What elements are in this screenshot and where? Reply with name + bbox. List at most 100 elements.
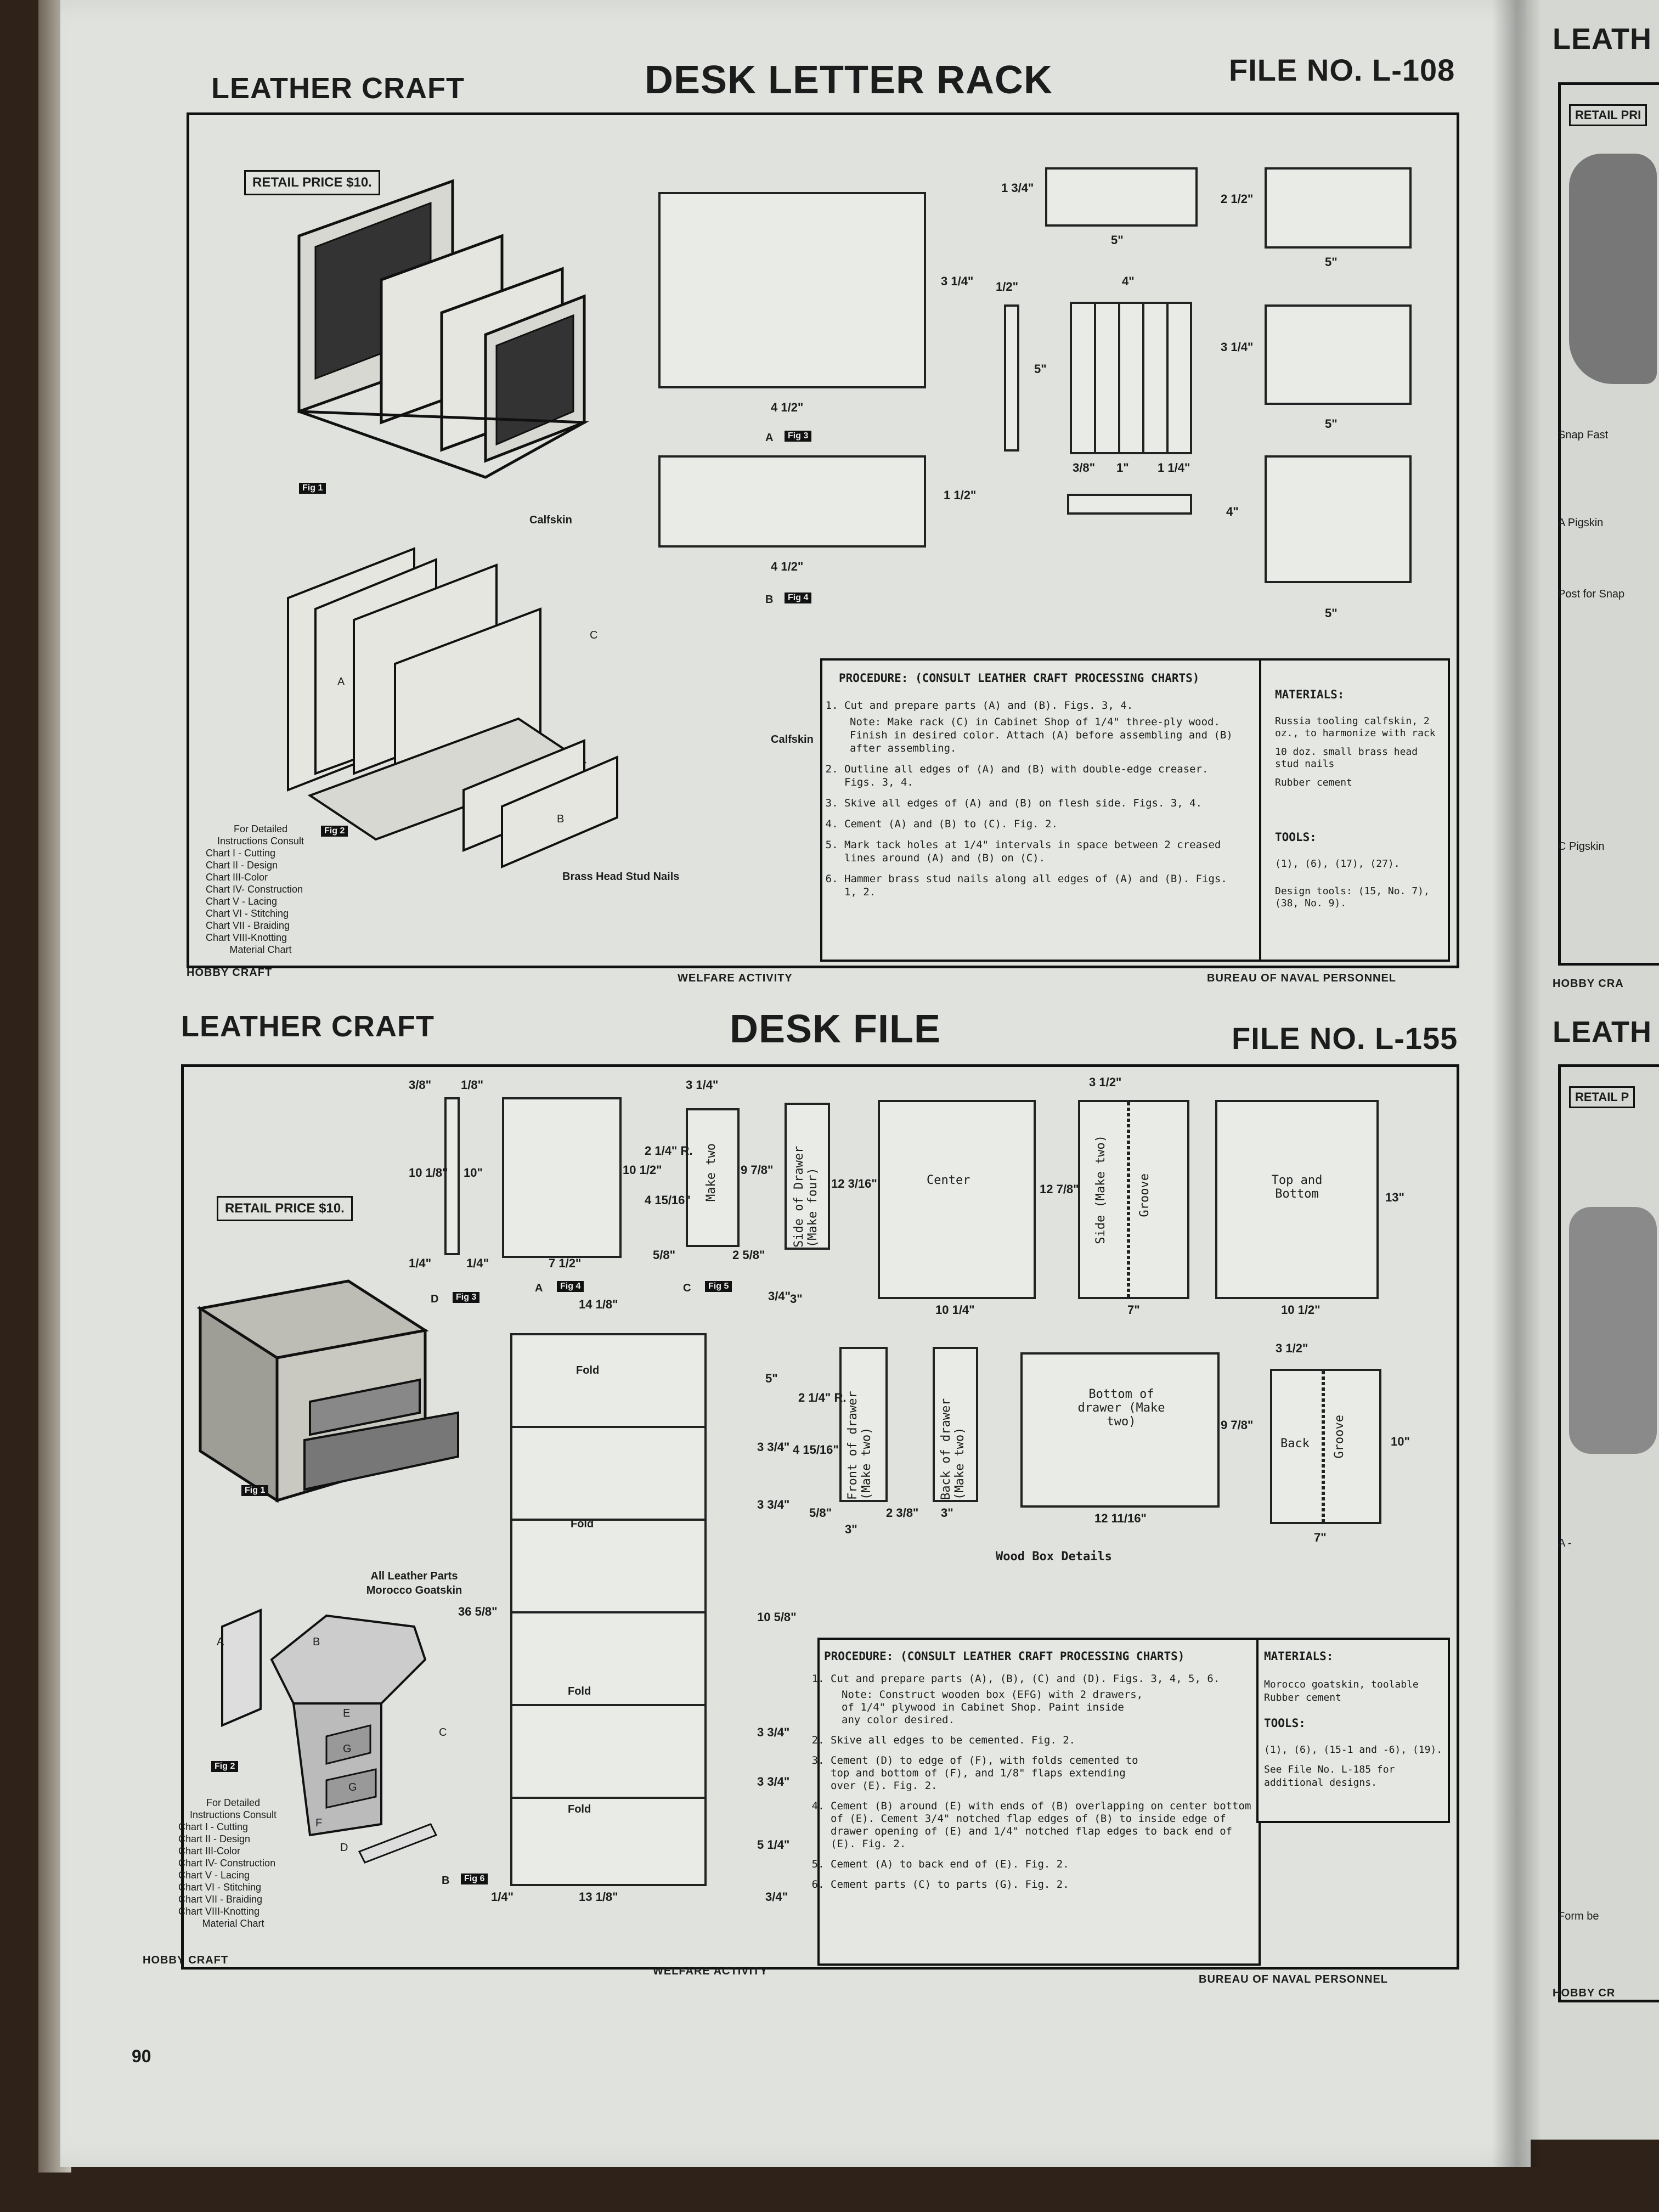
dim-b-514: 5 1/4"	[757, 1838, 790, 1852]
rack-base-profile	[1067, 494, 1192, 515]
dim-front-4: 4 15/16"	[793, 1443, 839, 1457]
sheet2-file-no: FILE NO. L-155	[1232, 1021, 1458, 1056]
dim-d-inner: 10"	[464, 1166, 483, 1180]
sheet1-retail-price: RETAIL PRICE $10.	[244, 170, 380, 195]
sheet1-materials-title: MATERIALS:	[1275, 688, 1345, 701]
sheet2-frame: RETAIL PRICE $10. Fig 1 All Leather Part…	[178, 1064, 1459, 1970]
rack-base	[1070, 302, 1192, 454]
dim-c-h: 9 7/8"	[741, 1163, 774, 1177]
sheet1-title: DESK LETTER RACK	[645, 58, 1053, 102]
procedure-step: Cement (B) around (E) with ends of (B) o…	[831, 1800, 1253, 1850]
sheet2-materials-panel: MATERIALS: Morocco goatskin, toolable Ru…	[1256, 1638, 1450, 1823]
dim-c-b1: 5/8"	[653, 1248, 676, 1262]
procedure-step: Cement (A) and (B) to (C). Fig. 2.	[844, 817, 1245, 831]
procedure-step: Cut and prepare parts (A), (B), (C) and …	[831, 1673, 1253, 1726]
dim-edge: 1/2"	[996, 280, 1019, 294]
dim-piece2-w: 5"	[1325, 255, 1338, 269]
sheet1-tools-title: TOOLS:	[1275, 831, 1317, 844]
procedure-step: Cement parts (C) to parts (G). Fig. 2.	[831, 1878, 1253, 1891]
fold-label-4: Fold	[568, 1803, 591, 1815]
fig6-label: Fig 6	[461, 1874, 488, 1884]
caption-b: B	[765, 594, 774, 606]
sheet2-footer-center: WELFARE ACTIVITY	[653, 1965, 768, 1977]
procedure-step: Skive all edges of (A) and (B) on flesh …	[844, 797, 1245, 810]
rack-piece-2	[1265, 167, 1412, 249]
facing-retail-2: RETAIL P	[1569, 1086, 1635, 1108]
part-c-label: C	[439, 1726, 447, 1739]
dim-front-3: 3"	[845, 1522, 857, 1536]
dim-a-h: 10 1/2"	[623, 1163, 662, 1177]
sheet2-tools: (1), (6), (15-1 and -6), (19).	[1264, 1744, 1443, 1756]
procedure-step: Cement (D) to edge of (F), with folds ce…	[831, 1754, 1149, 1792]
dim-a-height: 3 1/4"	[941, 274, 974, 288]
facing-pigskin-a: A Pigskin	[1558, 517, 1604, 529]
facing-frame-2	[1558, 1064, 1659, 2002]
desk-file-exploded	[221, 1608, 438, 1864]
sheet2-materials-title: MATERIALS:	[1264, 1650, 1334, 1663]
part-g2-label: G	[348, 1781, 357, 1793]
dim-piece1-w: 5"	[1111, 233, 1124, 247]
part-e-label: E	[343, 1707, 351, 1719]
fig1-label: Fig 1	[299, 483, 326, 494]
side-panel: Side (Make two) Groove	[1078, 1100, 1189, 1299]
dim-b-bottom: 13 1/8"	[579, 1890, 618, 1904]
dim-side-drawer: 12 3/16"	[831, 1177, 877, 1190]
fold-label-1: Fold	[576, 1364, 600, 1376]
sheet1-procedure-panel: PROCEDURE: (CONSULT LEATHER CRAFT PROCES…	[820, 658, 1263, 962]
dim-center-h: 12 7/8"	[1040, 1182, 1079, 1196]
facing-footer-1: HOBBY CRA	[1553, 978, 1624, 990]
callout-brass-nails: Brass Head Stud Nails	[562, 871, 680, 883]
sheet2-procedure-panel: PROCEDURE: (CONSULT LEATHER CRAFT PROCES…	[817, 1638, 1261, 1966]
part-g-label: G	[343, 1743, 352, 1755]
letter-rack-exploded	[287, 547, 618, 869]
fold-label-2: Fold	[571, 1518, 594, 1530]
caption-a2: A	[535, 1282, 543, 1294]
dim-b-3: 3"	[790, 1292, 803, 1306]
facing-post: Post for Snap	[1558, 588, 1625, 600]
callout-calfskin-top: Calfskin	[529, 514, 572, 526]
dim-b-34: 3/4"	[768, 1289, 791, 1303]
fig3-label-2: Fig 3	[453, 1292, 480, 1303]
part-a-pattern	[658, 192, 926, 388]
wood-box-details: Wood Box Details	[996, 1550, 1112, 1564]
dim-side-w: 7"	[1127, 1303, 1140, 1317]
sheet1-materials-panel: MATERIALS: Russia tooling calfskin, 2 oz…	[1259, 658, 1450, 962]
dim-a-width: 4 1/2"	[771, 400, 804, 414]
page-number: 90	[132, 2046, 151, 2066]
dim-b-width: 4 1/2"	[771, 560, 804, 573]
dim-piece3-w: 5"	[1325, 417, 1338, 431]
facing-frame-1	[1558, 82, 1659, 966]
dim-center-w: 10 1/4"	[935, 1303, 975, 1317]
callout-part-a: A	[337, 676, 345, 688]
dim-b-edge: 1/4"	[491, 1890, 514, 1904]
part-f-label: F	[315, 1817, 323, 1829]
sheet1-section: LEATHER CRAFT	[211, 72, 465, 105]
dim-top-h: 13"	[1385, 1190, 1404, 1204]
facing-page: LEATH RETAIL PRI Snap Fast A Pigskin Pos…	[1525, 0, 1659, 2140]
dim-b-flap: 3/4"	[765, 1890, 788, 1904]
dim-b-5: 5"	[765, 1372, 778, 1385]
fig1-label-2: Fig 1	[241, 1485, 269, 1496]
fig3-label: Fig 3	[785, 431, 812, 442]
dim-piece2-h: 2 1/2"	[1221, 192, 1254, 206]
dim-front-238: 2 3/8"	[886, 1506, 919, 1520]
book-gutter	[1492, 0, 1542, 2167]
sheet1-file-no: FILE NO. L-108	[1229, 53, 1455, 87]
dim-b-height: 1 1/2"	[944, 488, 977, 502]
part-b-pattern	[658, 455, 926, 548]
sheet1-materials-list: Russia tooling calfskin, 2 oz., to harmo…	[1275, 715, 1436, 788]
sheet2-procedure-list: Cut and prepare parts (A), (B), (C) and …	[814, 1673, 1253, 1899]
facing-a-label: A -	[1558, 1537, 1572, 1549]
facing-header-1: LEATH	[1553, 22, 1652, 55]
part-b-strip	[510, 1333, 707, 1886]
sheet2-see-file: See File No. L-185 for additional design…	[1264, 1764, 1395, 1788]
dim-piece4-h: 4"	[1226, 505, 1239, 518]
facing-illustration	[1569, 154, 1657, 384]
bottom-of-drawer: Bottom of drawer (Make two)	[1020, 1352, 1220, 1508]
dim-b-1058: 10 5/8"	[757, 1610, 797, 1624]
dim-slot-1: 3/8"	[1073, 461, 1096, 475]
facing-footer-2: HOBBY CR	[1553, 1987, 1616, 1999]
procedure-step: Skive all edges to be cemented. Fig. 2.	[831, 1734, 1253, 1747]
